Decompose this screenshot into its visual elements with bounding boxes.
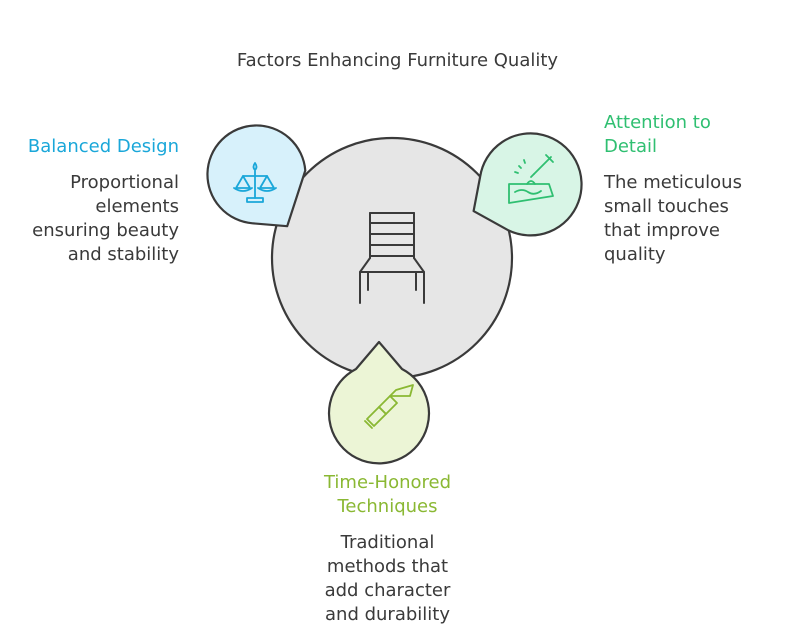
carving-tool-icon [508,154,554,204]
balance-scale-icon [233,162,277,203]
balanced-design-description: Proportional elements ensuring beauty an… [32,172,179,265]
attention-to-detail-description: The meticulous small touches that improv… [604,172,742,265]
time-honored-techniques-badge [327,340,431,465]
time-honored-techniques-description: Traditional methods that add character a… [324,532,451,625]
time-honored-techniques-heading: Time-Honored Techniques [323,472,452,517]
diagram-title: Factors Enhancing Furniture Quality [236,50,559,71]
balanced-design-heading: Balanced Design [27,136,179,157]
chair-icon [359,212,425,304]
chisel-icon [364,384,414,429]
attention-to-detail-heading: Attention to Detail [604,112,711,157]
center-circle [270,136,514,380]
